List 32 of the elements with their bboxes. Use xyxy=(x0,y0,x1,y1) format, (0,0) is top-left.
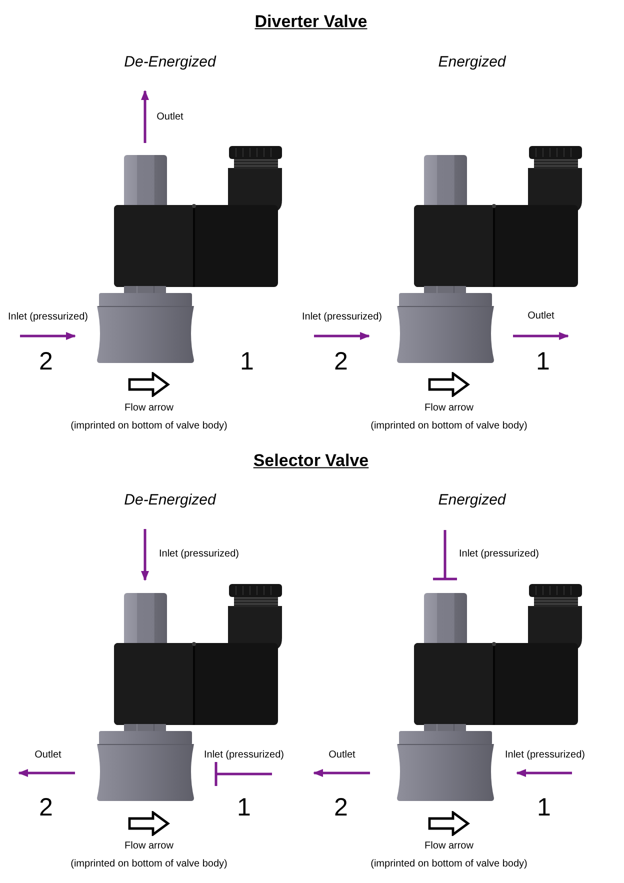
port-label: Inlet (pressurized) xyxy=(8,311,88,323)
flow-arrow-label: Flow arrow xyxy=(124,402,174,414)
port-number: 1 xyxy=(240,348,254,376)
port-label: Outlet xyxy=(528,310,554,322)
port-number: 2 xyxy=(39,348,53,376)
port-label: Outlet xyxy=(34,749,62,761)
port-number: 2 xyxy=(39,794,53,822)
note: (imprinted on bottom of valve body) xyxy=(370,858,528,870)
note: (imprinted on bottom of valve body) xyxy=(70,420,228,432)
port-label: Inlet (pressurized) xyxy=(458,548,540,560)
port-number: 1 xyxy=(536,348,550,376)
port-number: 2 xyxy=(334,794,348,822)
section-heading: Diverter Valve xyxy=(254,12,368,32)
flow-arrow-label: Flow arrow xyxy=(124,840,174,852)
flow-arrow-label: Flow arrow xyxy=(424,840,474,852)
port-number: 1 xyxy=(537,794,551,822)
port-label: Inlet (pressurized) xyxy=(204,749,284,761)
state-caption: De-Energized xyxy=(124,491,216,509)
port-number: 2 xyxy=(334,348,348,376)
flow-arrow-label: Flow arrow xyxy=(424,402,474,414)
state-caption: Energized xyxy=(438,491,506,509)
port-label: Inlet (pressurized) xyxy=(504,749,586,761)
port-number: 1 xyxy=(237,794,251,822)
port-label: Inlet (pressurized) xyxy=(158,548,240,560)
note: (imprinted on bottom of valve body) xyxy=(70,858,228,870)
port-label: Outlet xyxy=(328,749,356,761)
note: (imprinted on bottom of valve body) xyxy=(370,420,528,432)
section-heading: Selector Valve xyxy=(253,451,369,471)
port-label: Inlet (pressurized) xyxy=(302,311,382,323)
state-caption: De-Energized xyxy=(124,53,216,71)
port-label: Outlet xyxy=(156,111,184,123)
state-caption: Energized xyxy=(438,53,506,71)
